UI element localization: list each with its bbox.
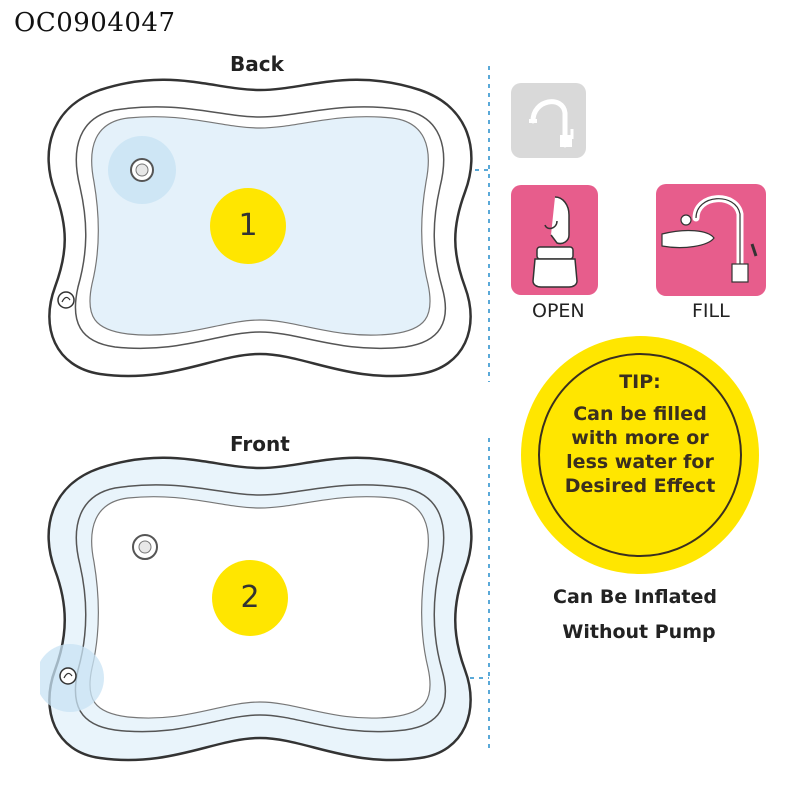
faded-faucet-tile (511, 83, 586, 158)
hand-with-mat-icon (661, 229, 715, 249)
tip-circle-ring (538, 353, 742, 557)
open-step-tile (511, 185, 598, 295)
back-label: Back (230, 52, 284, 76)
step-1-badge: 1 (210, 188, 286, 264)
step-1-number: 1 (238, 208, 258, 243)
tip-line-1: Can be filled (573, 403, 707, 425)
note-line-1: Can Be Inflated (553, 586, 717, 608)
note-line-2: Without Pump (562, 621, 716, 643)
tip-heading: TIP: (619, 371, 661, 393)
product-code: OC0904047 (14, 8, 176, 38)
open-caption: OPEN (532, 300, 585, 322)
bottle-cap-icon (532, 196, 578, 288)
step-2-number: 2 (240, 580, 260, 615)
front-label: Front (230, 432, 290, 456)
tip-line-4: Desired Effect (564, 475, 716, 497)
faucet-icon (661, 195, 758, 283)
fill-caption: FILL (692, 300, 730, 322)
tip-line-2: with more or (571, 427, 709, 449)
fill-step-tile (656, 184, 766, 296)
faucet-icon (529, 99, 574, 148)
tip-line-3: less water for (566, 451, 714, 473)
back-side-valve-icon (57, 291, 75, 309)
front-side-valve-icon (59, 667, 77, 685)
step-2-badge: 2 (212, 560, 288, 636)
